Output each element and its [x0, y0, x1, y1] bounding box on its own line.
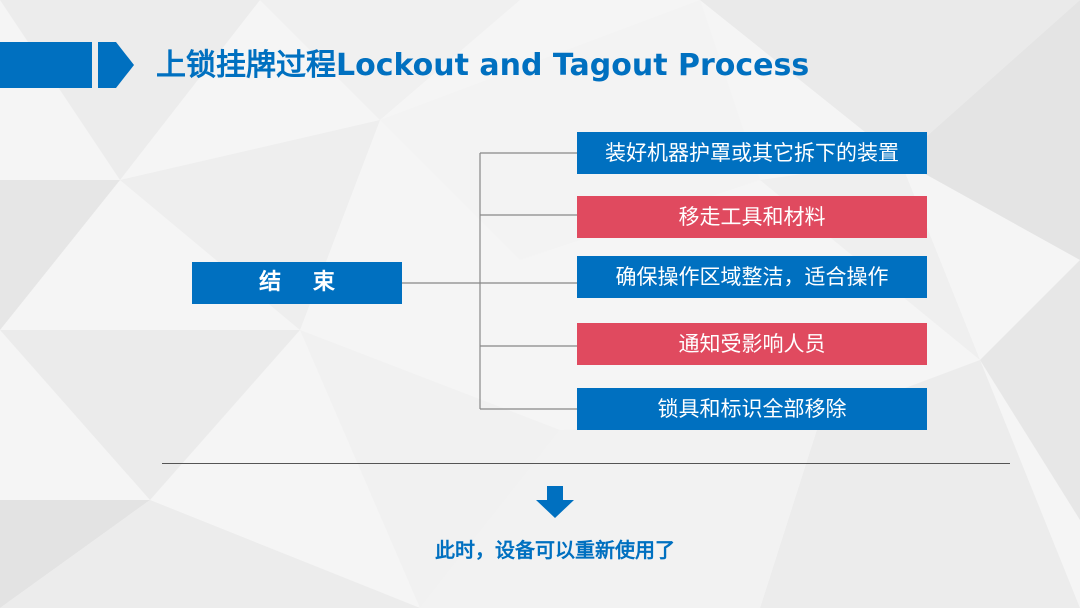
header-chevron-icon — [98, 42, 134, 88]
slide-title: 上锁挂牌过程Lockout and Tagout Process — [156, 48, 810, 83]
conclusion-text: 此时，设备可以重新使用了 — [435, 538, 675, 562]
divider-line — [162, 463, 1010, 464]
step-install-guards: 装好机器护罩或其它拆下的装置 — [577, 132, 927, 174]
step-remove-locks-tags: 锁具和标识全部移除 — [577, 388, 927, 430]
down-arrow-icon — [536, 486, 574, 518]
step-notify-personnel: 通知受影响人员 — [577, 323, 927, 365]
step-remove-tools: 移走工具和材料 — [577, 196, 927, 238]
root-node-end: 结 束 — [192, 262, 402, 304]
header-accent-bar — [0, 42, 92, 88]
step-ensure-area-clean: 确保操作区域整洁，适合操作 — [577, 256, 927, 298]
